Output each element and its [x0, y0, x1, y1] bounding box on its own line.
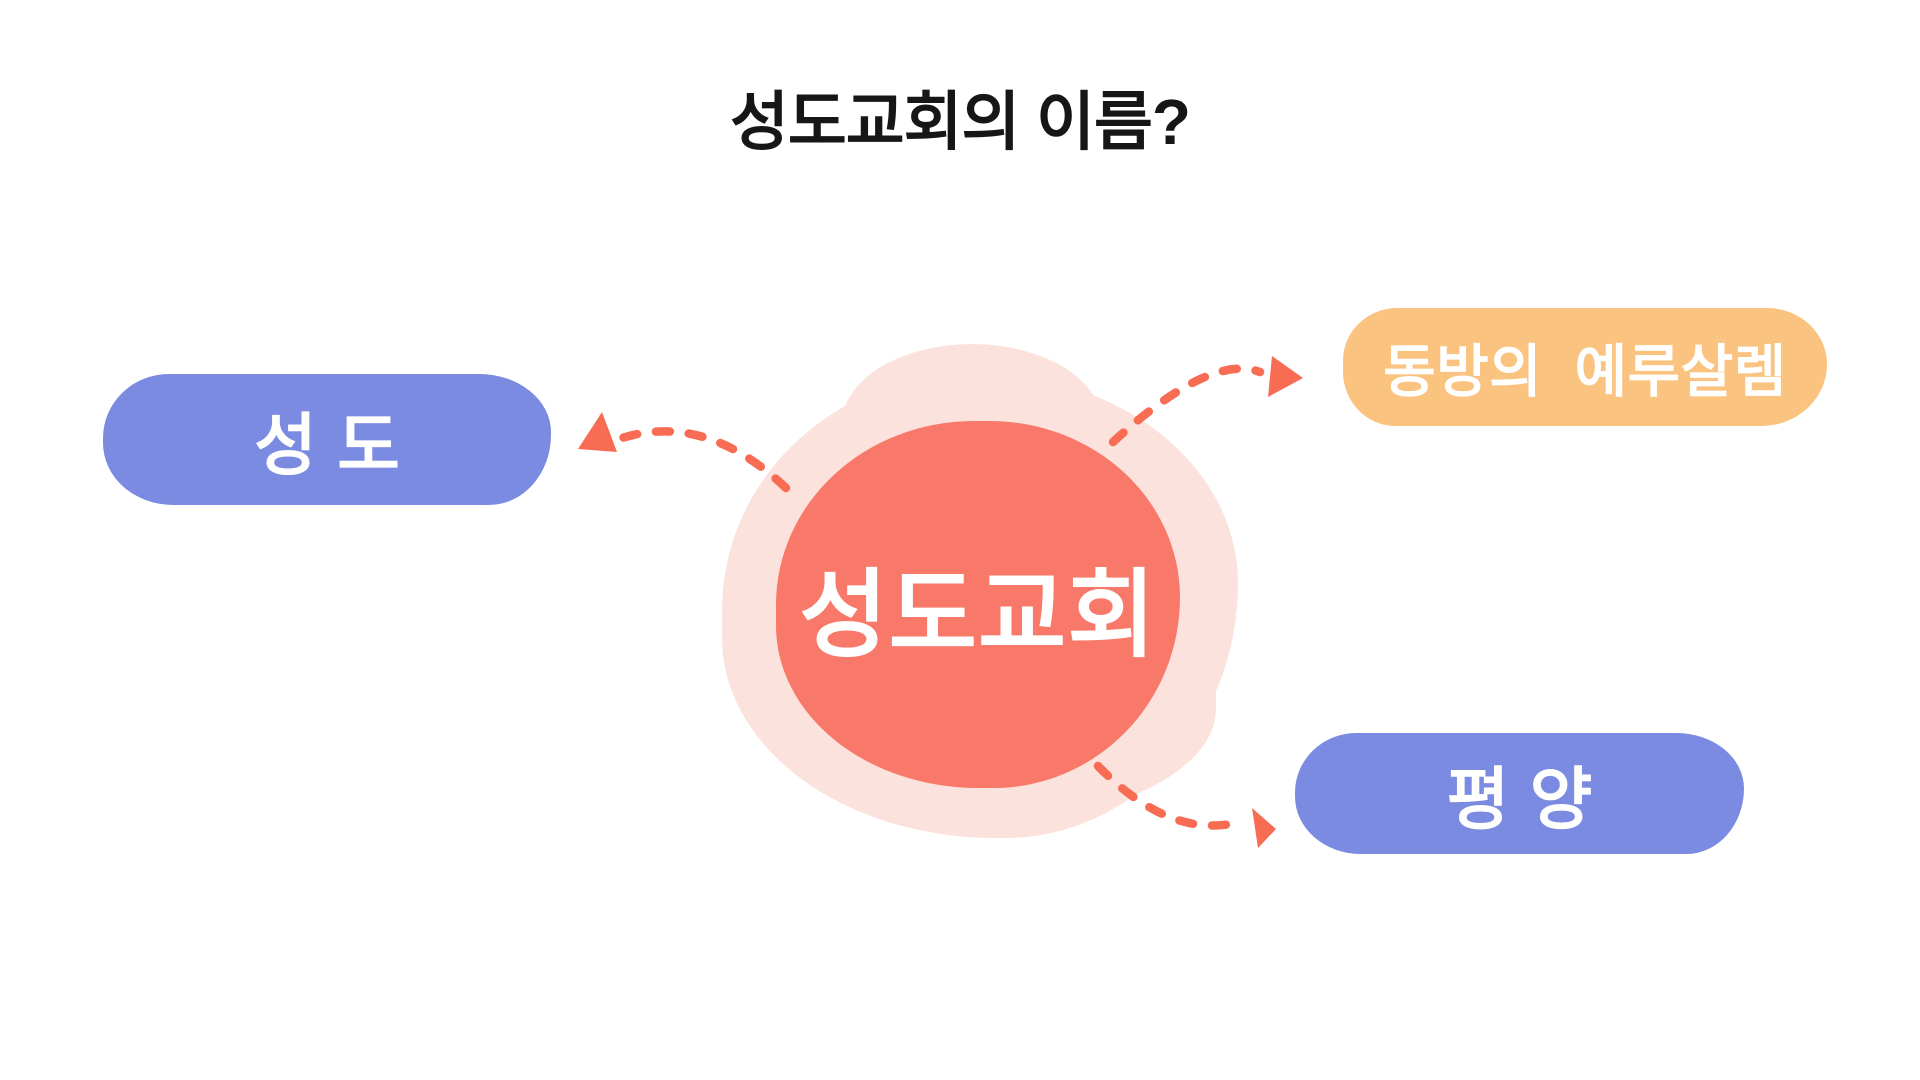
node-seongdo[interactable]: 성도 [103, 374, 551, 505]
center-node[interactable]: 성도교회 [776, 421, 1180, 788]
node-pyongyang[interactable]: 평양 [1295, 733, 1744, 854]
center-node-label: 성도교회 [799, 562, 1157, 669]
node-jerusalem[interactable]: 동방의 예루살렘 [1343, 308, 1827, 426]
arrow-to-seongdo [578, 412, 791, 493]
page-title: 성도교회의 이름? [729, 86, 1191, 158]
